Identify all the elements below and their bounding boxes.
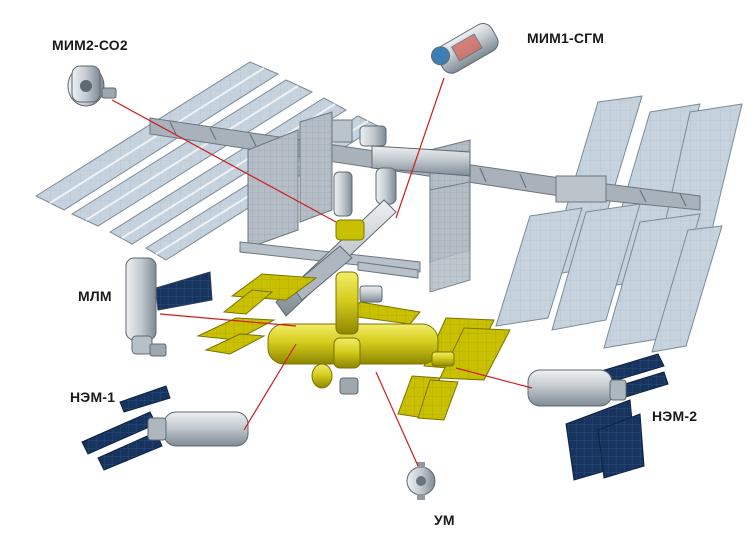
label-nem1: НЭМ-1 [70,389,116,405]
nem2-module [527,353,669,481]
mim1-module [430,23,499,74]
pointer-lines [111,77,533,467]
nem2-pointer [455,367,533,389]
label-mim2: МИМ2-СО2 [52,37,128,53]
nem1-pointer [243,343,297,431]
label-mim1: МИМ1-СГМ [527,30,605,46]
mim1-pointer [395,77,445,219]
central-modules [275,125,471,317]
yellow-segments [196,271,511,421]
um-pointer [375,371,419,467]
mim2-pointer [111,99,337,223]
nem1-module [81,385,249,471]
label-nem2: НЭМ-2 [652,408,698,424]
right-solar-arrays [495,95,743,353]
mlm-module [125,257,213,357]
label-um: УМ [434,512,455,528]
mlm-pointer [159,313,297,327]
mim2-module [67,65,117,107]
label-mlm: МЛМ [78,288,112,304]
um-module [406,462,436,500]
